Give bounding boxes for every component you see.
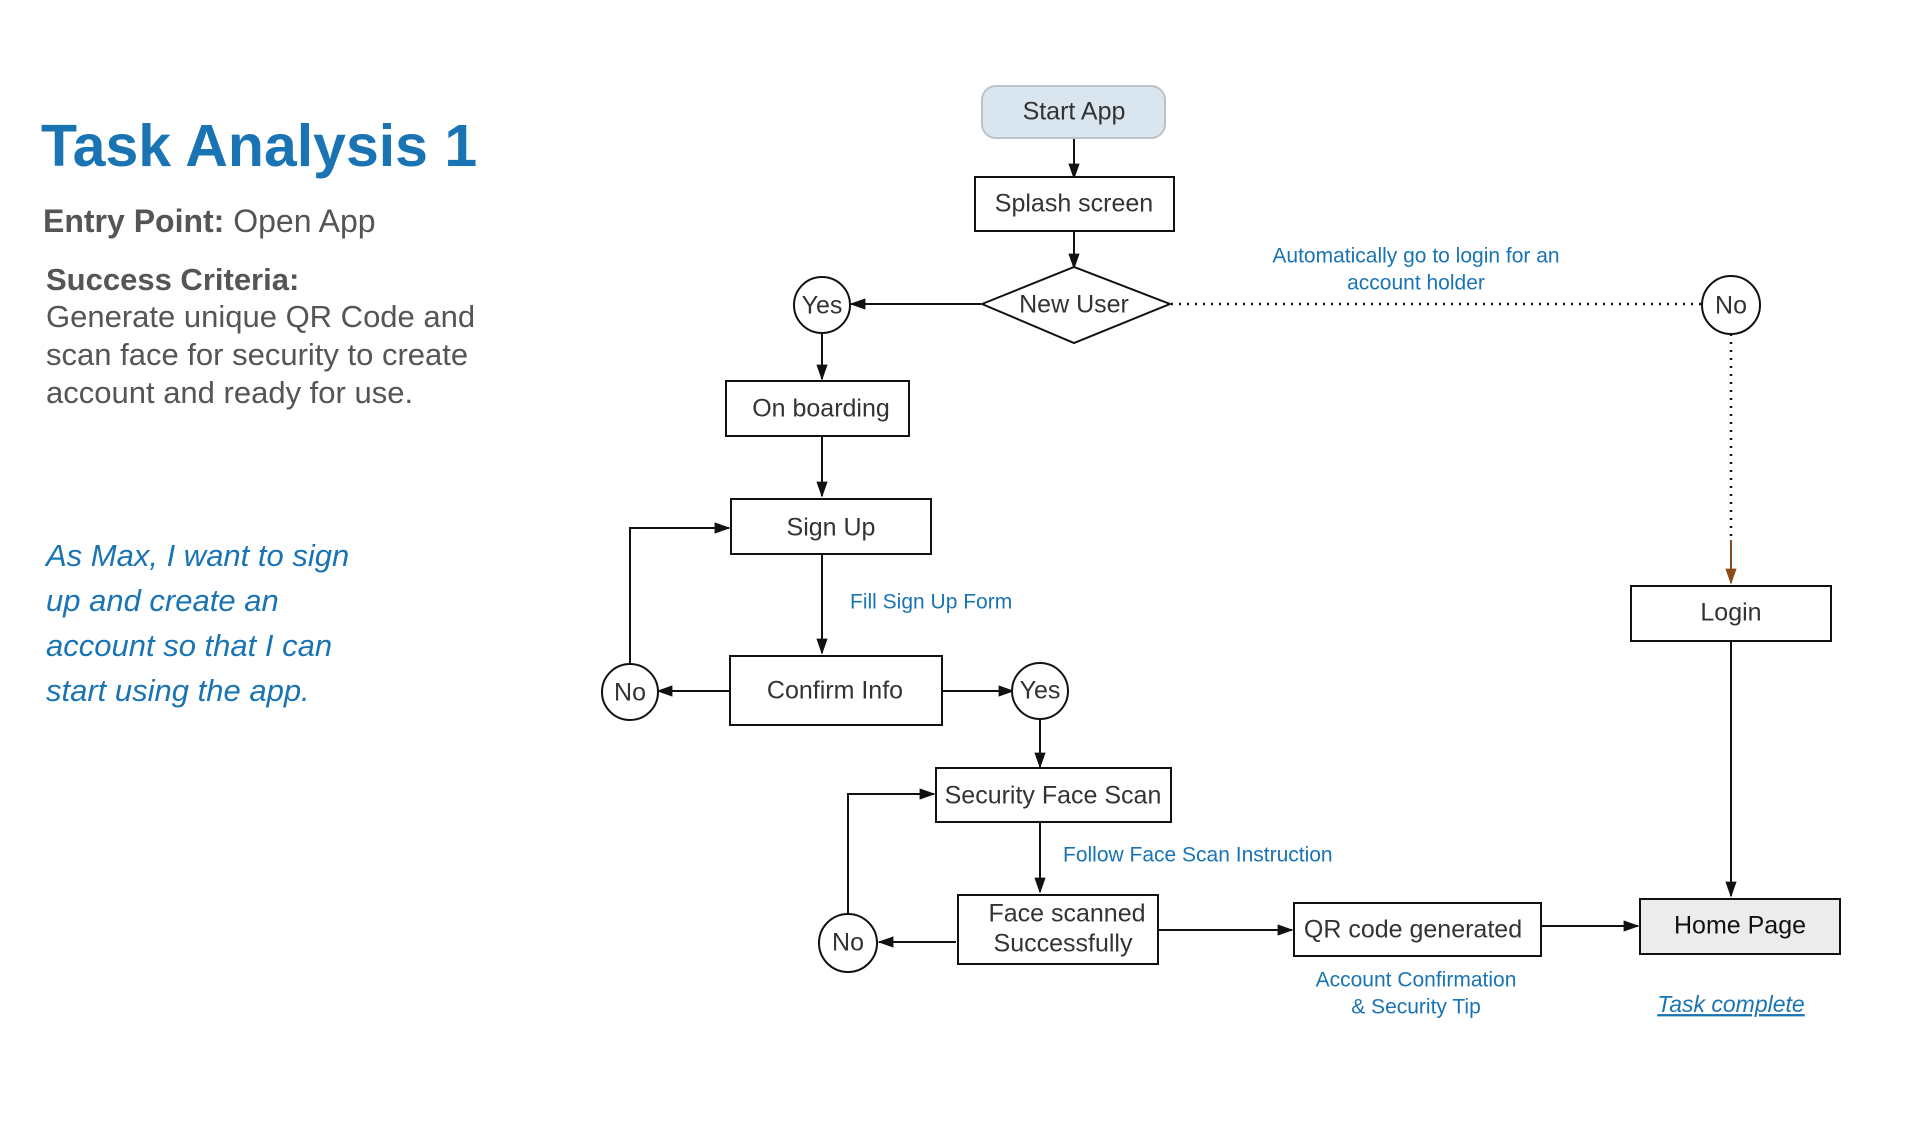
connectors xyxy=(629,139,1737,948)
yes-confirm-label: Yes xyxy=(1020,677,1061,705)
follow-face-scan-annotation: Follow Face Scan Instruction xyxy=(1063,844,1333,867)
task-complete-link[interactable]: Task complete xyxy=(1657,991,1804,1017)
yes-new-user-label: Yes xyxy=(802,292,843,320)
yes-new-user-circle xyxy=(793,276,851,334)
face-scanned-label-line1: Face scanned xyxy=(988,900,1145,928)
sign-up-label: Sign Up xyxy=(787,514,876,542)
login-label: Login xyxy=(1700,599,1761,627)
on-boarding-node xyxy=(725,380,910,437)
page-title: Task Analysis 1 xyxy=(41,113,478,179)
login-node xyxy=(1630,585,1832,642)
sign-up-node xyxy=(730,498,932,555)
auto-login-annotation-line2: account holder xyxy=(1347,272,1485,295)
no-face-label: No xyxy=(832,929,864,957)
on-boarding-label: On boarding xyxy=(752,395,890,423)
shapes xyxy=(601,85,1841,973)
confirm-info-label: Confirm Info xyxy=(767,677,903,705)
no-face-circle xyxy=(818,913,878,973)
entry-point-value: Open App xyxy=(233,203,376,239)
face-scanned-label-line2: Successfully xyxy=(994,930,1133,958)
left-panel: Task Analysis 1 Entry Point: Open App Su… xyxy=(0,0,620,1121)
auto-login-annotation-line1: Automatically go to login for an xyxy=(1272,245,1559,268)
security-face-scan-node xyxy=(935,767,1172,823)
user-story: As Max, I want to sign up and create an … xyxy=(46,538,350,708)
no-new-user-circle xyxy=(1701,275,1761,335)
fill-sign-up-form-annotation: Fill Sign Up Form xyxy=(850,591,1012,614)
no-new-user-label: No xyxy=(1715,292,1747,320)
no-confirm-circle xyxy=(601,663,659,721)
start-app-label: Start App xyxy=(1023,98,1126,126)
account-confirmation-line1: Account Confirmation xyxy=(1316,969,1517,992)
splash-screen-node xyxy=(974,176,1175,232)
no-confirm-label: No xyxy=(614,679,646,707)
new-user-label: New User xyxy=(1019,291,1129,319)
yes-confirm-circle xyxy=(1011,662,1069,720)
entry-point: Entry Point: Open App xyxy=(43,203,376,240)
qr-code-node xyxy=(1293,902,1542,957)
splash-screen-label: Splash screen xyxy=(995,190,1153,218)
start-app-node xyxy=(981,85,1166,139)
confirm-info-node xyxy=(729,655,943,726)
edge-no-to-signup xyxy=(629,522,731,663)
new-user-decision xyxy=(979,265,1173,345)
dotted-connectors xyxy=(1171,302,1733,540)
face-scanned-node xyxy=(957,894,1159,965)
qr-code-label: QR code generated xyxy=(1304,916,1522,944)
account-confirmation-line2: & Security Tip xyxy=(1351,996,1481,1019)
entry-point-label: Entry Point: xyxy=(43,203,225,239)
home-page-label: Home Page xyxy=(1674,912,1806,940)
edge-no-to-facescan xyxy=(847,788,936,914)
security-face-scan-label: Security Face Scan xyxy=(945,782,1162,810)
home-page-node xyxy=(1639,898,1841,955)
success-criteria-text: Generate unique QR Code and scan face fo… xyxy=(46,299,476,410)
success-criteria-label: Success Criteria: xyxy=(46,262,300,297)
